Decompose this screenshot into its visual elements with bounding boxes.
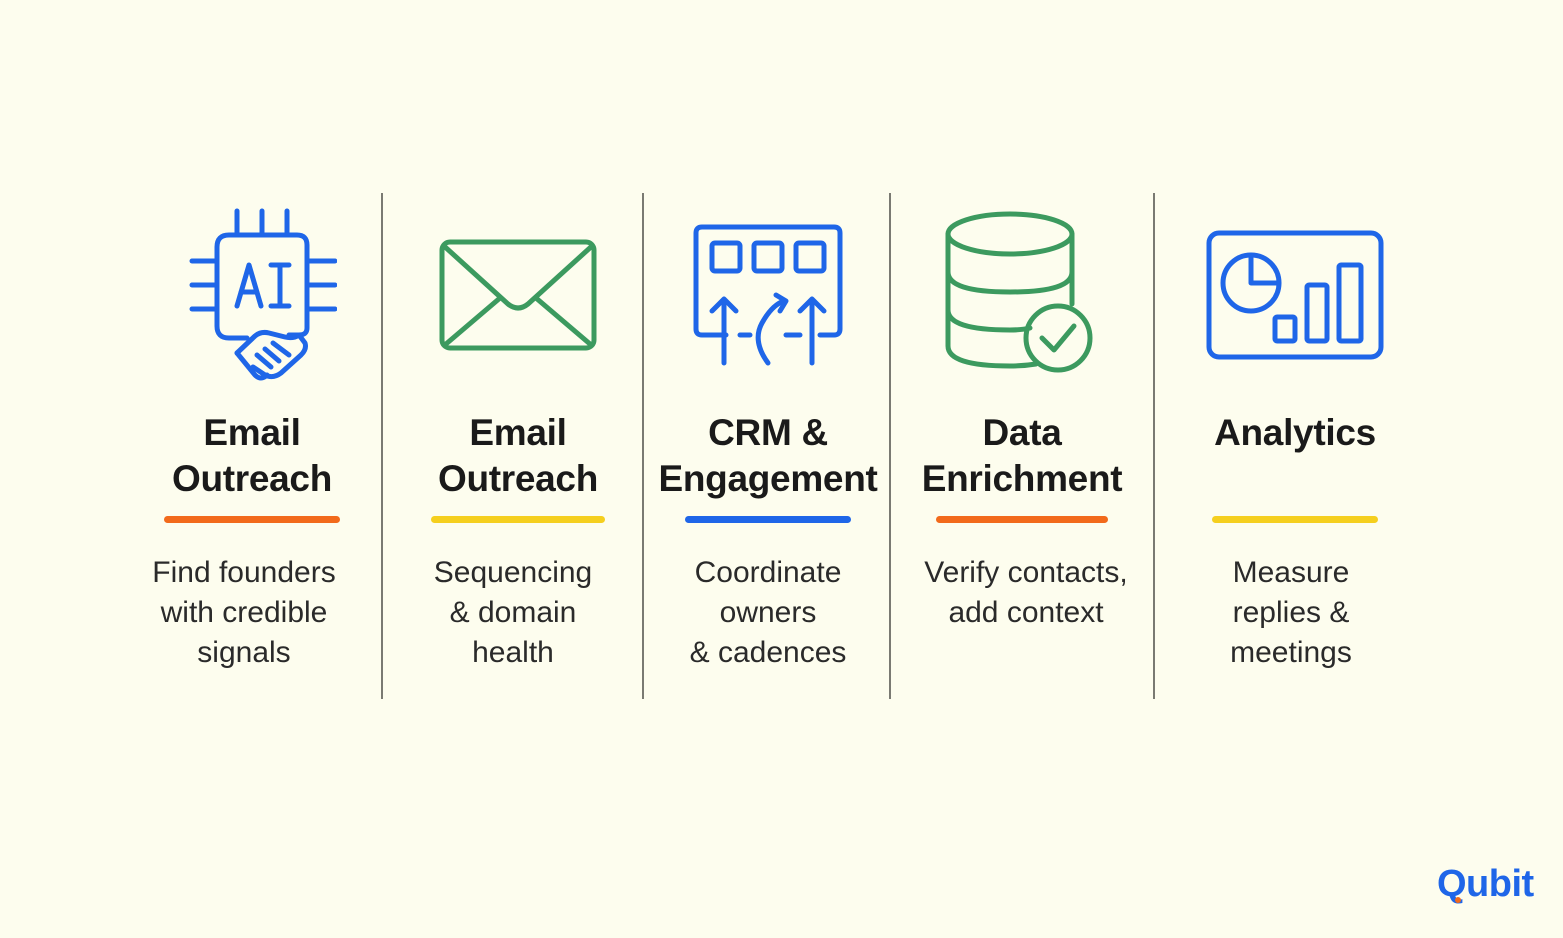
column-divider (889, 193, 891, 699)
feature-description: Measure replies & meetings (1230, 553, 1352, 673)
feature-title-line: Email (203, 412, 301, 453)
envelope-icon (418, 200, 618, 390)
feature-column-email-outreach-ai: Email Outreach Find founders with credib… (152, 200, 352, 673)
column-divider (642, 193, 644, 699)
logo-accent-dot (1455, 897, 1461, 903)
feature-description-line: & domain (449, 596, 577, 629)
feature-description: Find founders with credible signals (152, 553, 335, 673)
ai-handshake-chip-icon (152, 200, 352, 390)
accent-underline (431, 516, 605, 523)
qubit-logo: Qubit (1437, 863, 1534, 905)
accent-underline (164, 516, 340, 523)
feature-title-line: Data (982, 412, 1062, 453)
feature-description-line: Find founders (152, 556, 336, 589)
feature-description-line: health (472, 636, 554, 669)
column-divider (1153, 193, 1155, 699)
database-check-icon (922, 200, 1122, 390)
feature-description-line: Verify contacts, (924, 556, 1128, 589)
feature-column-crm-engagement: CRM & Engagement Coordinate owners & cad… (658, 200, 878, 673)
feature-description-line: meetings (1230, 636, 1352, 669)
feature-title-line: Email (469, 412, 567, 453)
feature-description-line: Sequencing (433, 556, 593, 589)
feature-title-line: CRM & (708, 412, 828, 453)
feature-description-line: owners (719, 596, 817, 629)
feature-title: CRM & Engagement (658, 410, 877, 506)
feature-description-line: signals (197, 636, 291, 669)
feature-description: Sequencing & domain health (434, 553, 592, 673)
feature-description-line: & cadences (689, 636, 847, 669)
feature-title-line: Outreach (171, 458, 333, 499)
feature-title-line: Outreach (437, 458, 599, 499)
feature-description: Coordinate owners & cadences (690, 553, 847, 673)
feature-title-line: Analytics (1214, 412, 1376, 453)
feature-description-line: with credible (160, 596, 328, 629)
feature-description-line: replies & (1232, 596, 1350, 629)
column-divider (381, 193, 383, 699)
feature-description: Verify contacts, add context (924, 553, 1127, 633)
feature-title-line: Enrichment (921, 458, 1123, 499)
accent-underline (1212, 516, 1378, 523)
feature-column-email-outreach: Email Outreach Sequencing & domain healt… (418, 200, 618, 673)
accent-underline (685, 516, 851, 523)
feature-column-data-enrichment: Data Enrichment Verify contacts, add con… (922, 200, 1128, 633)
feature-title: Analytics (1214, 410, 1376, 506)
feature-column-analytics: Analytics Measure replies & meetings (1195, 200, 1395, 673)
feature-description-line: add context (948, 596, 1104, 629)
feature-title-line: Engagement (658, 458, 878, 499)
feature-title: Email Outreach (172, 410, 332, 506)
feature-title: Email Outreach (438, 410, 598, 506)
accent-underline (936, 516, 1108, 523)
analytics-dashboard-icon (1195, 200, 1395, 390)
feature-title: Data Enrichment (922, 410, 1123, 506)
workflow-board-icon (668, 200, 868, 390)
feature-description-line: Coordinate (694, 556, 842, 589)
feature-description-line: Measure (1232, 556, 1350, 589)
